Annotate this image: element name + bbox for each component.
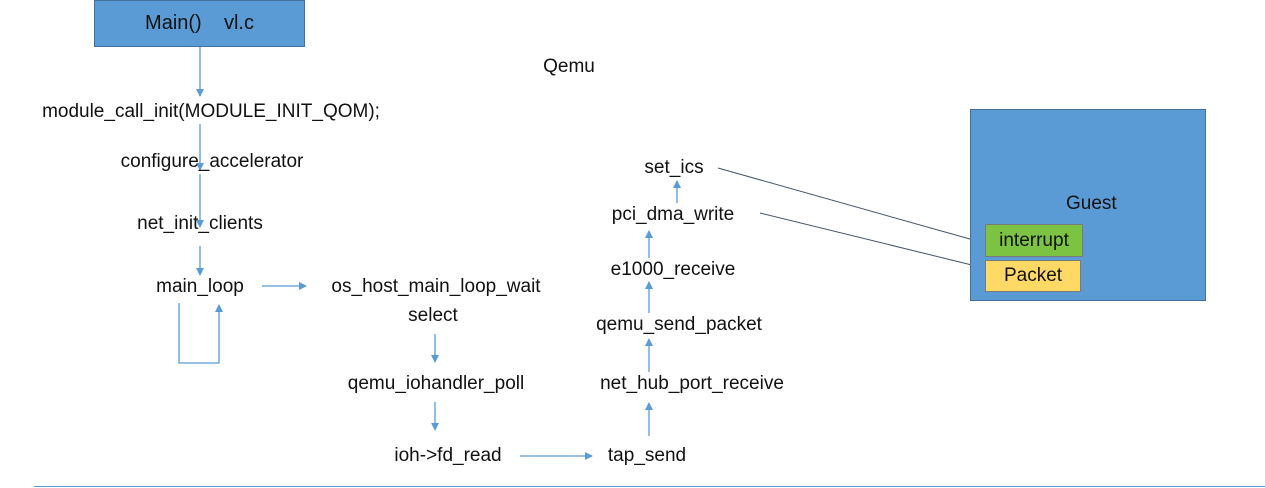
configure-accelerator-label: configure_accelerator [120, 151, 304, 172]
packet-box: Packet [985, 260, 1081, 292]
qemu-iohandler-poll-label: qemu_iohandler_poll [347, 373, 525, 394]
guest-label: Guest [1066, 193, 1117, 214]
packet-label: Packet [1003, 265, 1063, 286]
main-file-label: vl.c [223, 12, 254, 34]
os-host-main-loop-wait-label: os_host_main_loop_wait [331, 276, 541, 297]
qemu-send-packet-label: qemu_send_packet [596, 314, 762, 335]
main-spacer [202, 12, 224, 35]
net-init-clients-label: net_init_clients [137, 213, 263, 234]
qemu-label: Qemu [543, 56, 595, 77]
main-function-box: Main() vl.c [94, 0, 305, 47]
module-call-init-label: module_call_init(MODULE_INIT_QOM); [42, 101, 380, 122]
pci-dma-write-label: pci_dma_write [611, 204, 735, 225]
interrupt-label: interrupt [999, 229, 1069, 251]
select-label: select [408, 305, 458, 326]
ioh-fd-read-label: ioh->fd_read [394, 445, 502, 466]
e1000-receive-label: e1000_receive [610, 259, 736, 280]
net-hub-port-receive-label: net_hub_port_receive [600, 373, 784, 394]
arrow-pci-dma-to-packet [759, 212, 985, 271]
main-loop-label: main_loop [156, 276, 244, 297]
main-function-label: Main() [145, 12, 202, 34]
arrow-set-ics-to-interrupt [717, 167, 985, 246]
interrupt-box: interrupt [985, 224, 1083, 257]
tap-send-label: tap_send [607, 445, 687, 466]
main-loop-self-loop [178, 303, 223, 364]
bottom-divider [34, 486, 1265, 487]
set-ics-label: set_ics [644, 157, 704, 178]
